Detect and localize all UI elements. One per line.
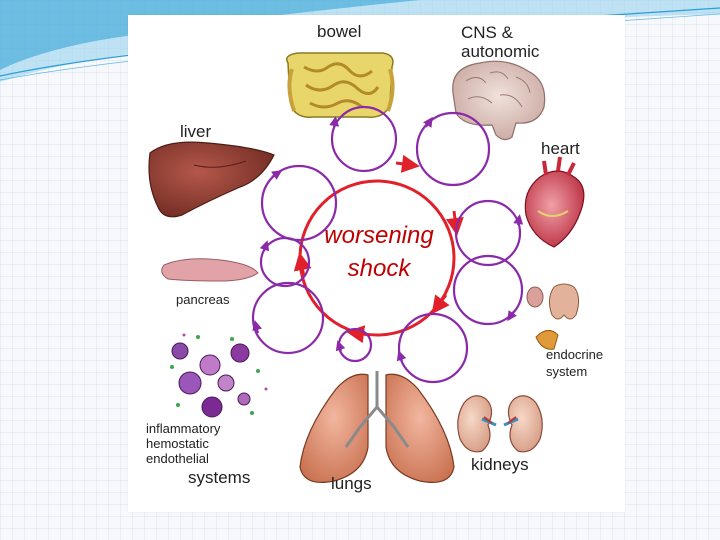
label-bowel: bowel [317, 22, 361, 41]
label-systems-line-1: inflammatory [146, 421, 221, 436]
liver-illustration [149, 142, 274, 217]
blood-cells-illustration [170, 334, 268, 418]
label-kidneys: kidneys [471, 455, 529, 474]
label-lungs: lungs [331, 474, 372, 493]
feedback-loop-lungs [253, 283, 323, 353]
endocrine-illustration [527, 284, 579, 349]
label-cns-line-2: autonomic [461, 42, 540, 61]
center-label-line-1: worsening [324, 222, 434, 249]
brain-illustration [453, 61, 545, 139]
cycle-arrow-right [454, 211, 456, 227]
feedback-loop-kidneys [399, 314, 467, 382]
cycle-arrow-bottom-right [437, 295, 446, 307]
kidneys-illustration [458, 396, 543, 452]
label-liver: liver [180, 122, 212, 141]
shock-organ-cycle-diagram: worsening shock bowel CNS & autonomic he… [128, 15, 625, 512]
pancreas-illustration [162, 259, 258, 281]
label-systems-line-4: systems [188, 468, 250, 487]
bowel-illustration [287, 53, 393, 117]
diagram-panel: worsening shock bowel CNS & autonomic he… [128, 15, 625, 512]
label-endocrine-line-2: system [546, 364, 587, 379]
label-heart: heart [541, 139, 580, 158]
label-pancreas: pancreas [176, 292, 230, 307]
label-systems-line-3: endothelial [146, 451, 209, 466]
center-label-line-2: shock [348, 255, 413, 282]
heart-illustration [525, 157, 584, 247]
cycle-arrow-top [396, 163, 411, 165]
label-systems-line-2: hemostatic [146, 436, 209, 451]
label-endocrine-line-1: endocrine [546, 347, 603, 362]
lungs-illustration [300, 371, 454, 482]
label-cns-line-1: CNS & [461, 23, 514, 42]
